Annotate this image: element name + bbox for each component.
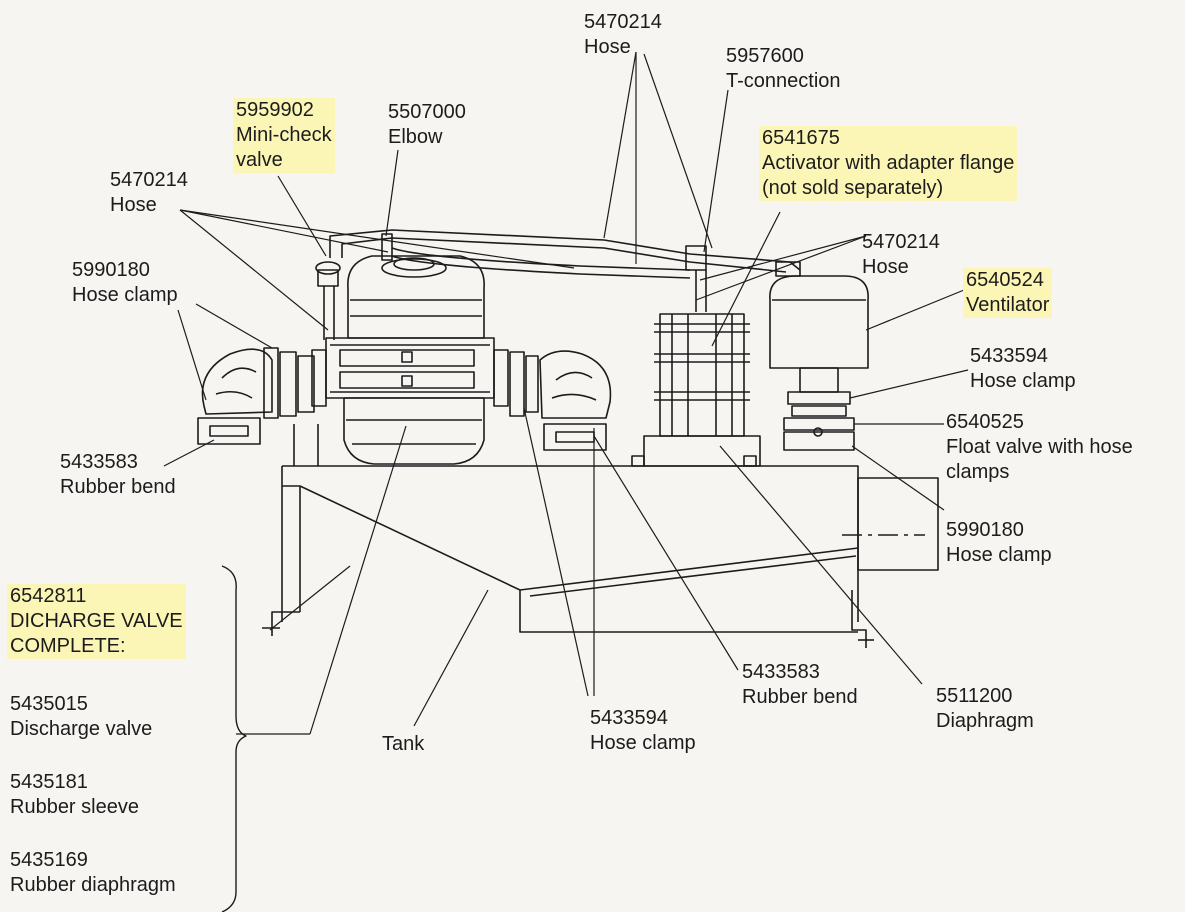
- label-float-valve: 6540525 Float valve with hose clamps: [946, 411, 1133, 483]
- label-ventilator: 6540524 Ventilator: [963, 268, 1053, 318]
- group-bracket: [221, 565, 247, 912]
- right-rubber-bend: [509, 350, 612, 451]
- label-rubber-diaphragm: 5435169 Rubber diaphragm: [10, 849, 176, 896]
- label-hose-left: 5470214 Hose: [110, 169, 188, 216]
- label-activator: 6541675 Activator with adapter flange (n…: [759, 126, 1018, 201]
- label-mini-check-valve: 5959902 Mini-check valve: [233, 98, 335, 173]
- ventilator-float-valve: [769, 275, 869, 451]
- label-discharge-valve-complete: 6542811 DICHARGE VALVE COMPLETE:: [7, 584, 186, 659]
- label-elbow: 5507000 Elbow: [388, 101, 466, 148]
- activator-assembly: [631, 313, 761, 467]
- leader-lines: [163, 51, 969, 735]
- label-tank: Tank: [382, 733, 425, 755]
- label-t-connection: 5957600 T-connection: [726, 45, 841, 92]
- label-discharge-valve: 5435015 Discharge valve: [10, 693, 153, 740]
- label-hose-clamp-right-top: 5433594 Hose clamp: [970, 345, 1076, 392]
- label-rubber-sleeve: 5435181 Rubber sleeve: [10, 771, 139, 818]
- discharge-valve-body: [311, 255, 509, 465]
- label-hose-right: 5470214 Hose: [862, 231, 940, 278]
- mini-check-valve: [315, 261, 341, 340]
- left-rubber-bend: [197, 347, 319, 466]
- hose-lines: [329, 229, 801, 312]
- label-hose-top: 5470214 Hose: [584, 11, 662, 58]
- label-hose-clamp-right-bottom: 5990180 Hose clamp: [946, 519, 1052, 566]
- label-hose-clamp-left: 5990180 Hose clamp: [72, 259, 178, 306]
- label-hose-clamp-bottom: 5433594 Hose clamp: [590, 707, 696, 754]
- label-rubber-bend-left: 5433583 Rubber bend: [60, 451, 176, 498]
- label-rubber-bend-bottom: 5433583 Rubber bend: [742, 661, 858, 708]
- label-diaphragm: 5511200 Diaphragm: [936, 685, 1034, 732]
- tank-body: [262, 465, 939, 648]
